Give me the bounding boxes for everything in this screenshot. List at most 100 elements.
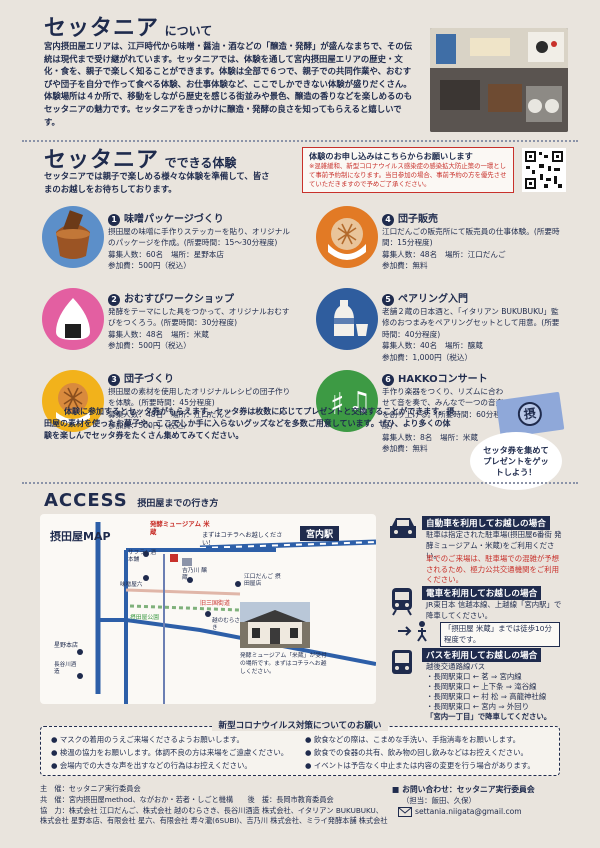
- activity-4-fee: 参加費：無料: [382, 261, 428, 271]
- about-title-suffix: について: [164, 24, 213, 38]
- map-museum: 発酵ミュージアム 米蔵: [150, 520, 210, 536]
- dango-sale-icon: [316, 206, 378, 268]
- activity-4-desc: 江口だんごの販売所にて販売員の仕事体験。(所要時間：15分程度): [382, 227, 560, 248]
- activity-1-people: 募集人数：60名 場所：星野本店: [108, 249, 224, 259]
- map-label-hoshino: 星野本店: [54, 642, 79, 649]
- about-photo: [430, 28, 568, 132]
- ticket-bubble: セッタ券を集めてプレゼントをゲットしよう！: [470, 432, 562, 490]
- activity-2-fee: 参加費：500円（税込）: [108, 341, 191, 351]
- activity-4-label: 団子販売: [398, 214, 438, 225]
- map-label-kaido: 旧三国街道: [200, 600, 231, 607]
- activity-3-body: 摂田屋の素材を使用したオリジナルレシピの団子作りを体験。(所要時間：45分程度)…: [108, 386, 292, 432]
- activity-6-fee: 参加費：無料: [382, 444, 428, 454]
- activity-6-body: 手作り楽器をつくり、リズムに合わせて音を奏で、みんなで一つの音楽を創り上げる。(…: [382, 386, 506, 454]
- contact-email[interactable]: settania.niigata@gmail.com: [415, 807, 522, 816]
- bus-route-3: ・長岡駅東口 ← 村 松 ⇒ 高龍神社線: [426, 692, 547, 701]
- ticket-stamp-char: 摂: [516, 400, 544, 428]
- covid-right-3: ● イベントは予告なく中止または内容の変更を行う場合があります。: [305, 761, 535, 770]
- experience-title-suffix: でできる体験: [164, 156, 237, 170]
- covid-left-3-text: 会場内での大きな声を出すなどの行為はお控えください。: [59, 761, 252, 770]
- access-subtitle: 摂田屋までの行き方: [137, 499, 219, 509]
- activity-4-number: 4: [382, 214, 394, 226]
- apply-note: ※混雑緩和、新型コロナウイルス感染症の感染拡大防止策の一環として事前予約制になり…: [309, 162, 507, 188]
- qr-code-icon: [524, 150, 564, 190]
- contact-title: ■ お問い合わせ：セッタニア実行委員会: [392, 785, 535, 794]
- map-park-note: まずはコチラへお越しください！: [202, 532, 283, 547]
- covid-left-1: ● マスクの着用のうえご来場くださるようお願いします。: [51, 735, 244, 744]
- apply-title: 体験のお申し込みはこちらからお願いします: [309, 151, 473, 161]
- map-label-misoya: 味噌屋六: [120, 582, 143, 588]
- activity-3-label: 団子づくり: [124, 374, 174, 385]
- mail-icon: [398, 807, 412, 817]
- qr-code[interactable]: [522, 148, 566, 192]
- activity-2-desc: 発酵をテーマにした具をつかって、オリジナルおむすびをつくろう。(所要時間：30分…: [108, 307, 290, 328]
- experience-intro: セッタニアでは親子で楽しめる様々な体験を準備して、皆さまのお越しをお待ちしており…: [44, 171, 270, 194]
- covid-left-2: ● 検温の協力をお願いします。体調不良の方は来場をご遠慮ください。: [51, 748, 289, 757]
- covid-right-1: ● 飲食などの際は、こまめな手洗い、手指消毒をお願いします。: [305, 735, 521, 744]
- train-walk: 「摂田屋 米蔵」までは徒歩10分程度です。: [440, 622, 560, 648]
- activity-5-number: 5: [382, 294, 394, 306]
- access-map[interactable]: 摂田屋MAP 宮内駅 発酵ミュージアム 米蔵 まずはコチラへお越しください！ サ…: [40, 514, 377, 704]
- map-photo: [240, 602, 310, 648]
- contact-email-row[interactable]: settania.niigata@gmail.com: [392, 806, 560, 818]
- activity-5-label: ペアリング入門: [398, 294, 468, 305]
- activity-4-people: 募集人数：48名 場所：江口だんご: [382, 249, 506, 259]
- svg-text:♫: ♫: [348, 387, 371, 417]
- bus-icon: [392, 650, 412, 674]
- footer-organizer: 主 催：セッタニア実行委員会: [40, 784, 141, 793]
- covid-left-3: ● 会場内での大きな声を出すなどの行為はお控えください。: [51, 761, 252, 770]
- activity-2-title: 2 おむすびワークショップ: [108, 290, 234, 306]
- access-title: ACCESS 摂田屋までの行き方: [44, 490, 218, 511]
- activity-4-title: 4 団子販売: [382, 210, 438, 226]
- covid-right-1-text: 飲食などの際は、こまめな手洗い、手指消毒をお願いします。: [313, 735, 521, 744]
- activity-2-body: 発酵をテーマにした具をつかって、オリジナルおむすびをつくろう。(所要時間：30分…: [108, 306, 292, 352]
- activity-6-number: 6: [382, 374, 394, 386]
- activity-1-body: 摂田屋の味噌に手作りステッカーを貼り、オリジナルのパッケージを作成。(所要時間：…: [108, 226, 292, 272]
- activity-1-label: 味噌パッケージづくり: [124, 214, 224, 225]
- map-label-yoshinogawa: 吉乃川 醸蔵: [182, 568, 208, 581]
- contact-title-text: お問い合わせ：セッタニア実行委員会: [402, 785, 535, 794]
- bus-stop: 「宮内一丁目」で降車してください。: [426, 712, 552, 721]
- footer-cooperation: 協 力：株式会社 江口だんご、株式会社 越のむらさき、長谷川酒造 株式会社、イタ…: [40, 806, 388, 826]
- car-text: 駐車は指定された駐車場(摂田屋6番街 発酵ミュージアム・米蔵)をご利用ください。: [426, 530, 562, 561]
- activity-2-label: おむすびワークショップ: [124, 294, 234, 305]
- covid-box: 新型コロナウイルス対策についてのお願い ● マスクの着用のうえご来場くださるよう…: [40, 721, 560, 776]
- walk-icon: [398, 621, 427, 642]
- about-body: 宮内摂田屋エリアは、江戸時代から味噌・醤油・酒などの「醸造・発酵」が盛んなまちで…: [44, 41, 413, 127]
- ticket-bubble-text: セッタ券を集めてプレゼントをゲットしよう！: [483, 444, 549, 477]
- about-photo-image: [430, 28, 568, 132]
- activity-2-people: 募集人数：48名 場所：米蔵: [108, 329, 209, 339]
- miso-icon: [42, 206, 104, 268]
- activity-2-number: 2: [108, 294, 120, 306]
- car-title: 自動車を利用してお越しの場合: [422, 516, 550, 530]
- dango-icon: [42, 370, 104, 432]
- train-icon: [392, 588, 412, 616]
- activity-1-fee: 参加費：500円（税込）: [108, 261, 191, 271]
- music-icon: ♯ ♫: [316, 370, 378, 432]
- activity-3-fee: 参加費：500円（税込）: [108, 421, 191, 431]
- activity-5-fee: 参加費：1,000円（税込）: [382, 352, 473, 362]
- activity-6-people: 募集人数：8名 場所：米蔵: [382, 432, 478, 442]
- covid-left-1-text: マスクの着用のうえご来場くださるようお願いします。: [59, 735, 244, 744]
- activity-4-body: 江口だんごの販売所にて販売員の仕事体験。(所要時間：15分程度) 募集人数：48…: [382, 226, 560, 272]
- covid-right-2: ● 飲食での食器の共有、飲み物の回し飲みなどはお控えください。: [305, 748, 528, 757]
- ticket-stamp: 摂: [495, 391, 565, 439]
- sake-icon: [316, 288, 378, 350]
- car-warning: 車でのご来場は、駐車場での混雑が予想されるため、極力公共交通機関をご利用ください…: [426, 554, 560, 585]
- bus-route-1: ・長岡駅東口 ← 茗 ⇒ 宮内線: [426, 672, 522, 681]
- train-text: JR東日本 信越本線、上越線「宮内駅」で降車してください。: [426, 600, 562, 620]
- apply-box: 体験のお申し込みはこちらからお願いします ※混雑緩和、新型コロナウイルス感染症の…: [302, 147, 514, 193]
- covid-right-3-text: イベントは予告なく中止または内容の変更を行う場合があります。: [313, 761, 535, 770]
- contact-box: ■ お問い合わせ：セッタニア実行委員会 （担当：飯田、久保） settania.…: [392, 784, 560, 832]
- onigiri-icon: [42, 288, 104, 350]
- activity-3-title: 3 団子づくり: [108, 370, 174, 386]
- activity-1-desc: 摂田屋の味噌に手作りステッカーを貼り、オリジナルのパッケージを作成。(所要時間：…: [108, 227, 290, 248]
- covid-left-2-text: 検温の協力をお願いします。体調不良の方は来場をご遠慮ください。: [59, 748, 289, 757]
- activity-6-desc: 手作り楽器をつくり、リズムに合わせて音を奏で、みんなで一つの音楽を創り上げる。(…: [382, 387, 504, 431]
- activity-5-body: 老舗２蔵の日本酒と、「イタリアン BUKUBUKU」監修のおつまみをペアリングセ…: [382, 306, 560, 363]
- about-title: セッタニア について: [44, 10, 212, 42]
- map-title: 摂田屋MAP: [50, 530, 111, 543]
- map-label-hasegawa: 長谷川酒造: [54, 662, 77, 675]
- activity-3-number: 3: [108, 374, 120, 386]
